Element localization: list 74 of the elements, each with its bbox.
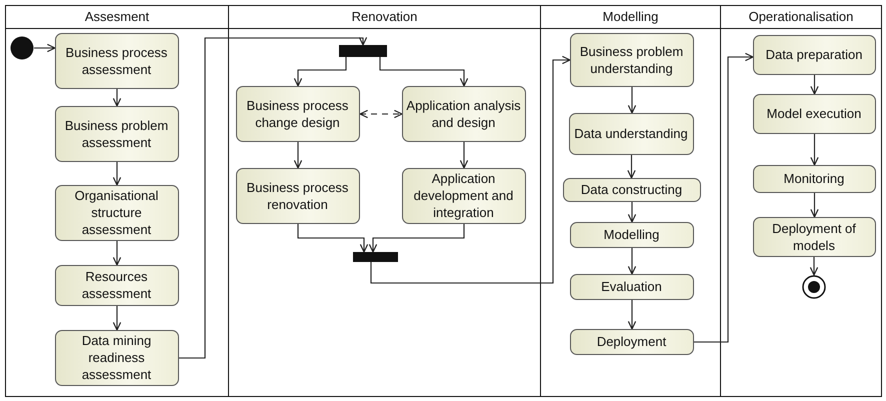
arrow xyxy=(810,257,818,276)
start-node xyxy=(10,36,34,60)
activity-box xyxy=(54,184,178,240)
activity-box xyxy=(562,178,700,202)
arrow xyxy=(810,75,819,95)
swimlane xyxy=(228,5,541,397)
activity-box xyxy=(236,168,360,224)
arrow xyxy=(112,162,122,186)
activity-label: Business problem understanding xyxy=(578,42,684,76)
swimlane xyxy=(720,5,882,397)
arrow xyxy=(294,57,347,87)
activity-box xyxy=(54,264,178,306)
activity-box xyxy=(752,94,876,134)
arrow xyxy=(628,202,636,223)
arrow xyxy=(628,87,636,114)
arrow xyxy=(179,36,368,359)
activity-label: Deployment xyxy=(596,333,668,350)
arrow xyxy=(368,224,465,253)
activity-box xyxy=(752,34,876,74)
activity-box xyxy=(570,32,694,86)
activity-box xyxy=(752,216,876,256)
activity-box xyxy=(570,328,694,354)
activity-label: Data preparation xyxy=(764,46,864,63)
lane-header: Assesment xyxy=(84,8,150,26)
end-node xyxy=(802,274,826,298)
arrow xyxy=(810,134,819,166)
arrow xyxy=(810,193,819,218)
arrow xyxy=(694,52,754,343)
lane-header: Modelling xyxy=(602,8,660,26)
activity-label: Deployment of models xyxy=(771,220,857,254)
activity-label: Data understanding xyxy=(573,125,689,142)
activity-label: Resources assessment xyxy=(80,268,152,302)
arrow xyxy=(112,306,122,331)
activity-box xyxy=(752,164,876,192)
lane-header: Operationalisation xyxy=(748,8,854,26)
fork-join-bar xyxy=(338,44,386,56)
activity-box xyxy=(402,86,526,142)
activity-box xyxy=(54,32,178,88)
activity-box xyxy=(236,86,360,142)
arrow xyxy=(112,241,122,266)
arrow xyxy=(34,44,56,52)
arrow xyxy=(627,155,636,179)
activity-box xyxy=(568,112,694,154)
activity-label: Organisational structure assessment xyxy=(74,187,160,238)
activity-label: Application analysis and design xyxy=(405,96,522,130)
activity-label: Business process assessment xyxy=(64,44,168,78)
fork-join-bar xyxy=(352,252,398,262)
activity-label: Model execution xyxy=(766,105,862,122)
arrow xyxy=(379,57,468,87)
activity-label: Modelling xyxy=(602,226,660,243)
swimlane xyxy=(540,5,721,397)
activity-box xyxy=(570,274,694,300)
activity-box xyxy=(54,106,178,162)
activity-label: Monitoring xyxy=(782,170,846,187)
lane-header: Renovation xyxy=(350,8,418,26)
arrow xyxy=(297,224,368,253)
activity-label: Business process renovation xyxy=(246,178,350,212)
activity-label: Data mining readiness assessment xyxy=(80,332,152,383)
activity-label: Business problem assessment xyxy=(64,116,170,150)
activity-label: Business process change design xyxy=(246,96,350,130)
activity-label: Evaluation xyxy=(600,278,663,295)
swimlane xyxy=(5,5,229,397)
arrow xyxy=(359,110,403,118)
arrow xyxy=(628,300,636,330)
arrow xyxy=(370,56,571,284)
arrow xyxy=(112,89,122,107)
activity-box xyxy=(402,168,526,224)
activity-label: Application development and integration xyxy=(412,170,514,221)
arrow xyxy=(294,142,302,169)
activity-label: Data constructing xyxy=(580,181,684,198)
activity-box xyxy=(570,222,694,248)
arrow xyxy=(460,142,468,169)
activity-box xyxy=(54,330,178,386)
arrow xyxy=(628,248,636,275)
